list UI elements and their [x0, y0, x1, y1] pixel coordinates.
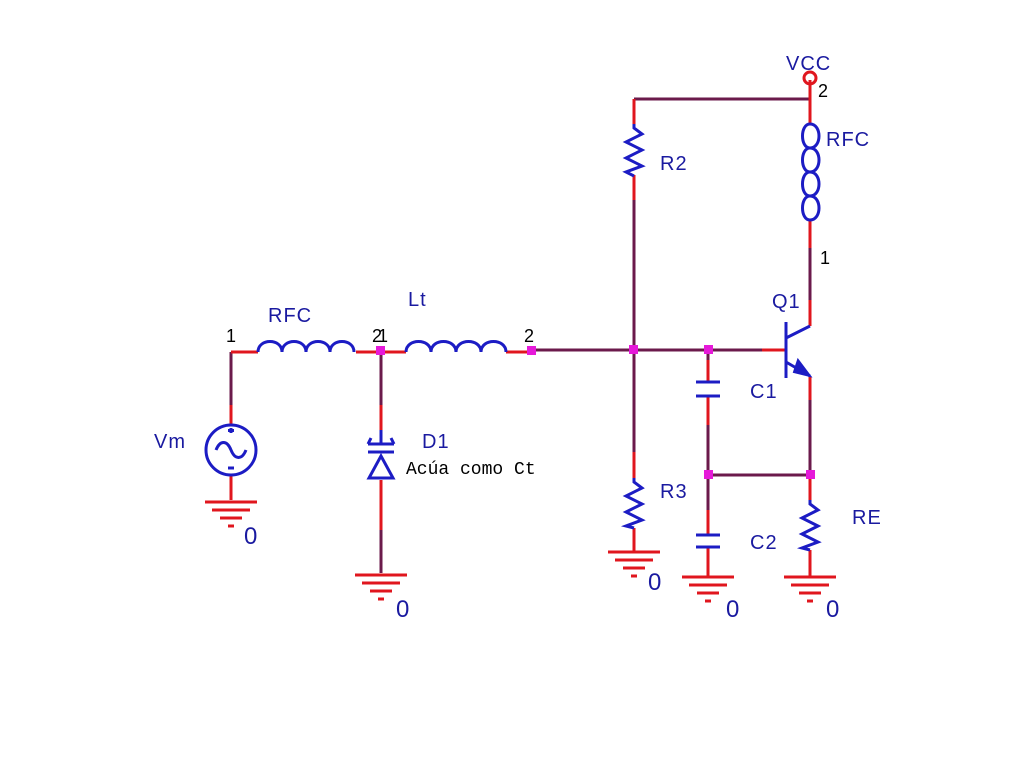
resistor-re: RE: [796, 500, 882, 552]
rfc-left-pin1: 1: [226, 326, 236, 346]
r3-label: R3: [660, 481, 688, 503]
junction-emitter: [806, 470, 815, 479]
lt-label: Lt: [408, 289, 427, 311]
capacitor-c2: C2: [696, 532, 778, 554]
ground-r3-label: 0: [648, 569, 661, 596]
resistor-r3: R3: [620, 478, 688, 530]
ground-vm-label: 0: [244, 523, 257, 550]
junction-rfc-lt: [376, 346, 385, 355]
r2-label: R2: [660, 153, 688, 175]
d1-note: Acúa como Ct: [406, 460, 536, 480]
re-label: RE: [852, 507, 882, 529]
rfc-left-label: RFC: [268, 305, 312, 327]
junctions: [376, 345, 815, 479]
vcc-terminal: VCC 2: [786, 53, 831, 101]
inductor-rfc-top: RFC 2 1: [801, 122, 870, 268]
ground-d1-label: 0: [396, 596, 409, 623]
ground-c2-label: 0: [726, 596, 739, 623]
q1-label: Q1: [772, 291, 801, 313]
lt-pin1: 1: [378, 326, 388, 346]
lt-pin2: 2: [524, 326, 534, 346]
junction-lt-out: [527, 346, 536, 355]
varactor-d1: D1 Acúa como Ct: [366, 430, 536, 480]
ground-re-label: 0: [826, 596, 839, 623]
pin-stubs: [229, 80, 812, 576]
capacitor-c1: C1: [696, 380, 778, 403]
ground-c2: 0: [682, 575, 739, 623]
vcc-label: VCC: [786, 53, 831, 75]
wires: [229, 97, 812, 573]
c2-label: C2: [750, 532, 778, 554]
ground-vm: 0: [205, 500, 257, 550]
junction-base-c1: [704, 345, 713, 354]
d1-label: D1: [422, 431, 450, 453]
transistor-q1: Q1: [772, 291, 813, 378]
rfc-top-pin1: 1: [820, 248, 830, 268]
voltage-source-vm: Vm: [154, 423, 258, 477]
ground-d1: 0: [355, 573, 409, 623]
c1-label: C1: [750, 381, 778, 403]
junction-c1-c2: [704, 470, 713, 479]
ground-r3: 0: [608, 550, 661, 596]
vcc-pin-label: 2: [818, 81, 828, 101]
junction-base-r2: [629, 345, 638, 354]
rfc-top-label: RFC: [826, 129, 870, 151]
rfc-left-pin2: 2: [372, 326, 382, 346]
ground-re: 0: [784, 575, 839, 623]
vm-label: Vm: [154, 431, 186, 453]
inductor-rfc-left: RFC 1 2: [226, 305, 382, 353]
resistor-r2: R2: [622, 124, 688, 178]
inductor-lt: Lt 1 2: [378, 289, 534, 353]
